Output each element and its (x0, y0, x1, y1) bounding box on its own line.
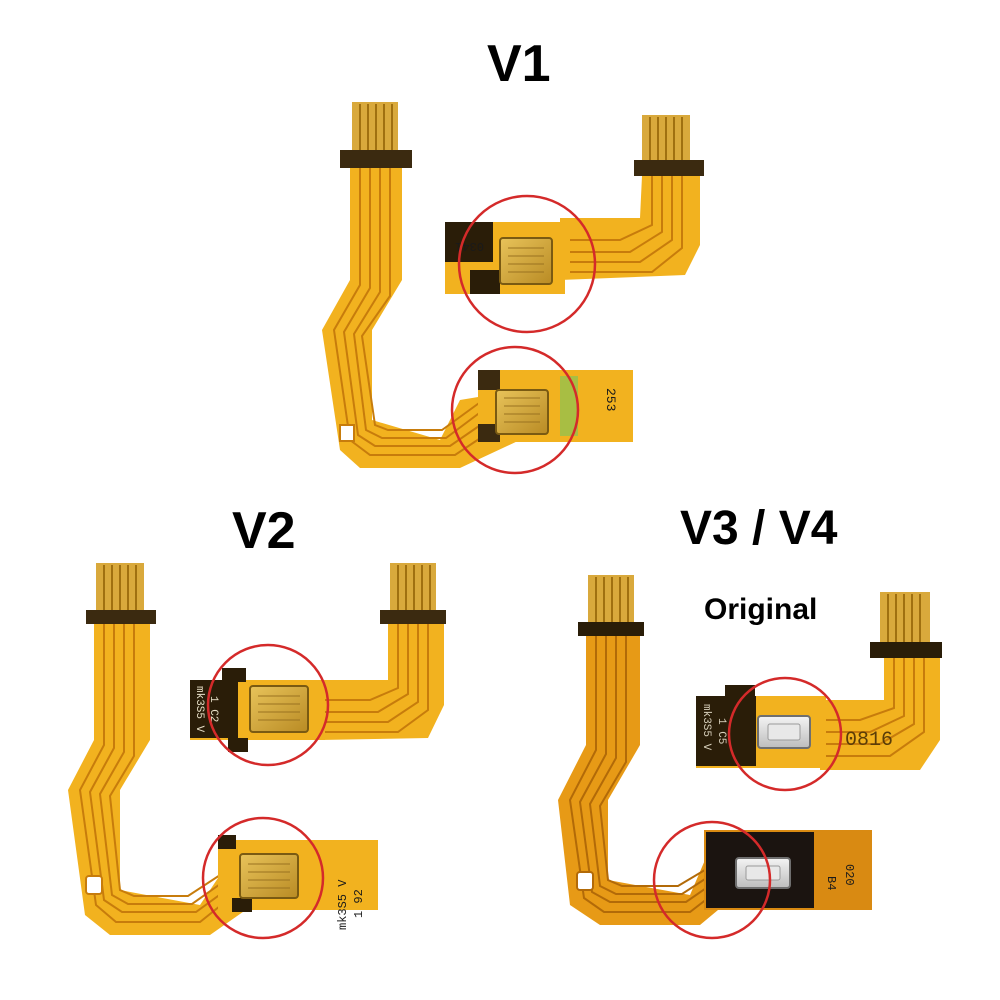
microphone-chip (239, 853, 299, 899)
microphone-chip (249, 685, 309, 733)
v1-flex-cable-long: 253 (322, 102, 633, 468)
v34-flex-cable-long: B4 020 (558, 575, 872, 925)
mounting-hole (576, 871, 594, 891)
highlight-circle (201, 816, 325, 940)
microphone-chip (499, 237, 553, 285)
highlight-circle (206, 643, 330, 767)
highlight-circle (727, 676, 843, 792)
silkscreen-code: 1 92 (352, 889, 366, 918)
mounting-hole (85, 875, 103, 895)
v2-flex-cable-long: mk3S5 V 1 92 (68, 563, 378, 935)
silkscreen-code: 020 (842, 864, 856, 886)
heading-v1: V1 (487, 35, 551, 93)
v1-flex-cable-short: 0341 (445, 115, 704, 294)
highlight-circle (457, 194, 597, 334)
silkscreen-code: mk3S5 V (336, 879, 350, 930)
silkscreen-code: B4 (824, 876, 838, 890)
microphone-chip (495, 389, 549, 435)
label-original: Original (704, 593, 818, 626)
heading-v2: V2 (232, 502, 296, 560)
silkscreen-code: mk3S5 V (193, 686, 205, 733)
v34-flex-cable-short: mk3S5 V 1 C5 0816 (696, 592, 942, 770)
silkscreen-code: 253 (603, 388, 618, 411)
mounting-hole (339, 424, 355, 442)
highlight-circle (652, 820, 772, 940)
highlight-circle (450, 345, 580, 475)
v2-flex-cable-short: mk3S5 V 1 C2 (190, 563, 446, 752)
heading-v3-v4: V3 / V4 (680, 502, 838, 555)
silkscreen-code: 0816 (845, 729, 893, 752)
silkscreen-code: 1 C5 (715, 718, 727, 744)
silkscreen-code: mk3S5 V (700, 704, 712, 751)
